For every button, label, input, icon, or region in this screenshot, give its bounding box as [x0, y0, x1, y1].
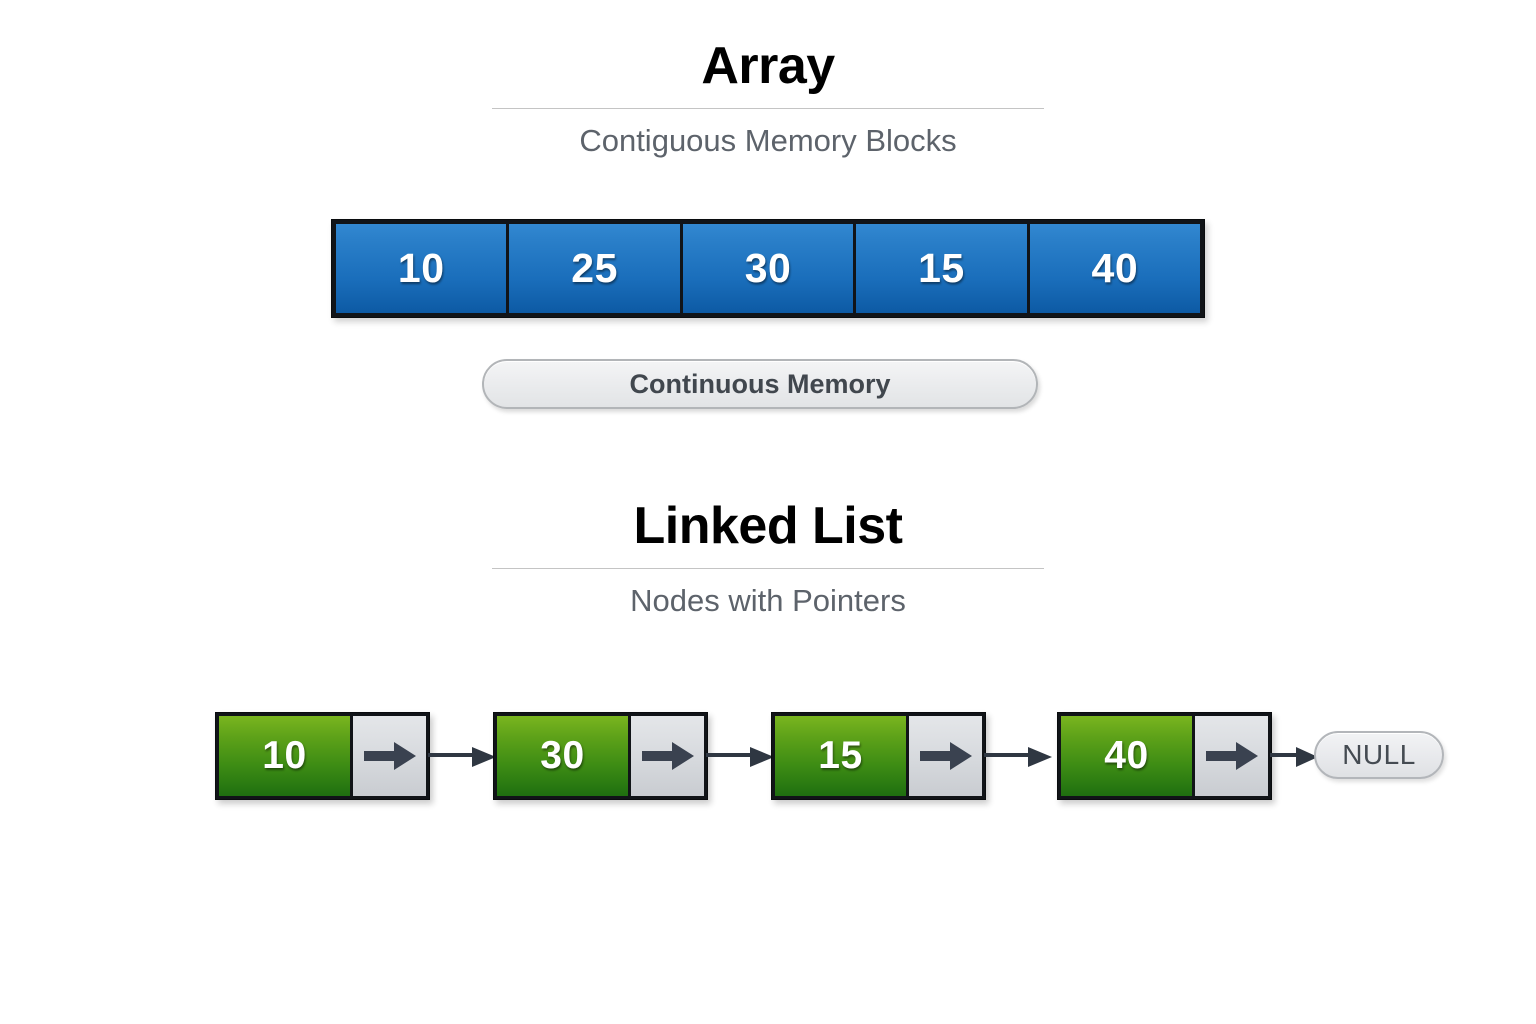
continuous-memory-badge: Continuous Memory	[482, 359, 1038, 409]
node-data-cell[interactable]: 30	[497, 716, 631, 796]
array-cell[interactable]: 30	[682, 224, 857, 313]
array-cell[interactable]: 25	[509, 224, 683, 313]
array-cell[interactable]: 10	[336, 224, 510, 313]
arrow-right-icon	[641, 742, 694, 770]
arrow-right-connector-icon	[428, 747, 496, 767]
null-terminator-label: NULL	[1342, 739, 1416, 770]
list-node[interactable]: 30	[493, 712, 708, 800]
array-container: 10 25 30 15 40	[331, 219, 1205, 318]
list-node[interactable]: 40	[1057, 712, 1272, 800]
array-cell-value: 40	[1091, 245, 1139, 291]
array-cell[interactable]: 40	[1029, 224, 1201, 313]
arrow-right-connector-icon	[1270, 747, 1318, 767]
node-data-cell[interactable]: 15	[775, 716, 909, 796]
linked-list-title-divider	[492, 568, 1044, 569]
arrow-right-icon	[919, 742, 972, 770]
linked-list-subtitle: Nodes with Pointers	[630, 583, 906, 618]
node-value: 40	[1104, 734, 1149, 777]
array-cell-value: 30	[744, 245, 792, 291]
node-pointer-cell[interactable]	[909, 716, 982, 796]
node-value: 30	[540, 734, 585, 777]
linked-list-title: Linked List	[633, 497, 903, 555]
array-cell[interactable]: 15	[856, 224, 1030, 313]
array-cell-value: 15	[918, 245, 965, 291]
node-pointer-cell[interactable]	[353, 716, 426, 796]
arrow-right-icon	[1205, 742, 1258, 770]
continuous-memory-label: Continuous Memory	[629, 368, 891, 399]
node-data-cell[interactable]: 40	[1061, 716, 1195, 796]
list-node[interactable]: 10	[215, 712, 430, 800]
array-subtitle: Contiguous Memory Blocks	[579, 123, 957, 158]
list-node[interactable]: 15	[771, 712, 986, 800]
arrow-right-connector-icon	[984, 747, 1052, 767]
node-value: 10	[262, 734, 307, 777]
array-title: Array	[701, 37, 835, 95]
node-pointer-cell[interactable]	[1195, 716, 1268, 796]
node-value: 15	[818, 734, 863, 777]
array-cell-value: 25	[571, 245, 618, 291]
linked-list-section-header: Linked List Nodes with Pointers	[0, 500, 1536, 616]
array-section-header: Array Contiguous Memory Blocks	[0, 40, 1536, 156]
arrow-right-icon	[363, 742, 416, 770]
null-terminator-badge: NULL	[1314, 731, 1444, 779]
array-cell-value: 10	[397, 245, 445, 291]
array-title-divider	[492, 108, 1044, 109]
node-data-cell[interactable]: 10	[219, 716, 353, 796]
linked-list-row: 10 30	[0, 712, 1536, 804]
arrow-right-connector-icon	[706, 747, 774, 767]
node-pointer-cell[interactable]	[631, 716, 704, 796]
